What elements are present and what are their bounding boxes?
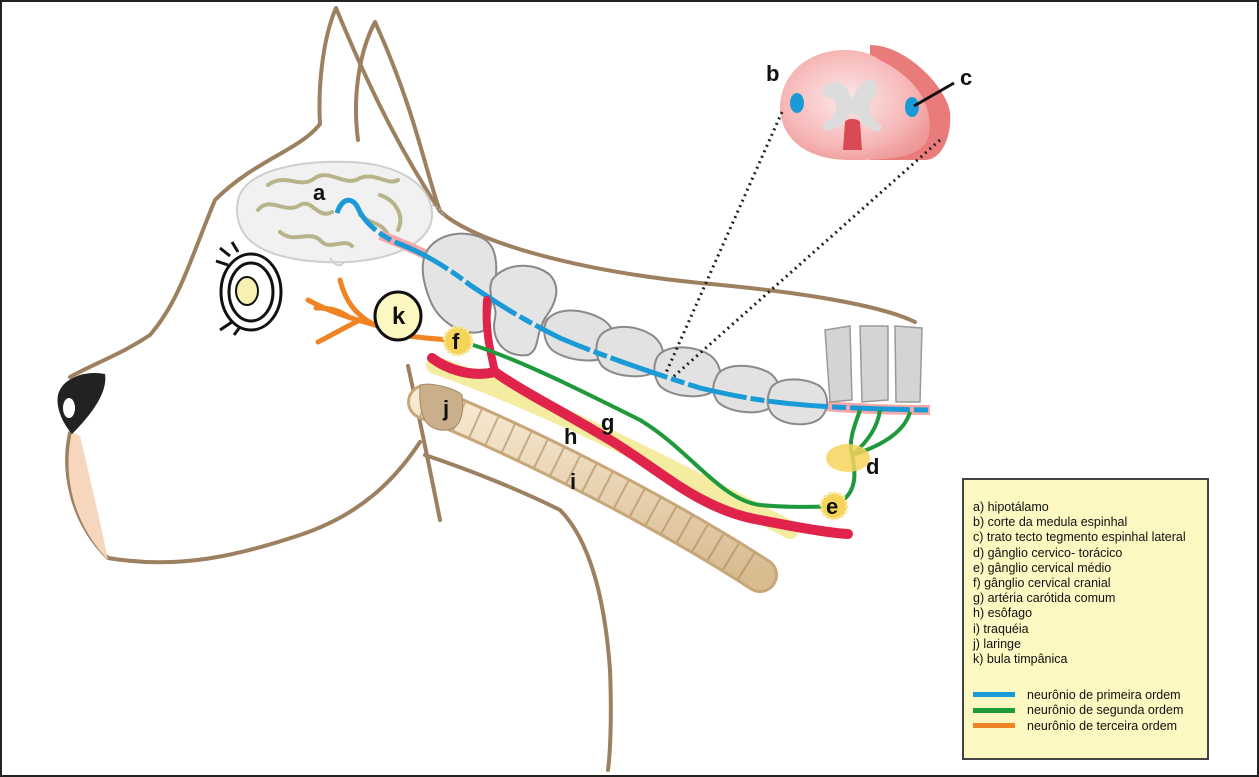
legend-item: f) gânglio cervical cranial <box>973 576 1111 591</box>
nose <box>57 372 106 434</box>
trachea <box>407 384 778 593</box>
legend-item: d) gânglio cervico- torácico <box>973 545 1123 560</box>
eye <box>215 241 283 336</box>
legend-item: e) gânglio cervical médio <box>973 560 1112 575</box>
legend-key-label: neurônio de terceira ordem <box>1027 718 1178 733</box>
muzzle-shade <box>68 432 108 560</box>
first-order-neuron <box>334 197 931 413</box>
legend-item: j) laringe <box>973 636 1021 651</box>
second-order-neuron <box>472 343 834 509</box>
lateral-tract-left <box>790 93 804 113</box>
label-g: g <box>601 410 614 435</box>
label-f: f <box>452 329 460 354</box>
legend-box: a) hipotálamo b) corte da medula espinha… <box>962 478 1209 760</box>
legend-item: g) artéria carótida comum <box>973 591 1116 606</box>
first-order-swatch <box>973 692 1015 698</box>
label-b: b <box>766 61 779 86</box>
tympanic-bulla <box>373 290 423 342</box>
label-k: k <box>392 303 406 330</box>
legend-key-label: neurônio de segunda ordem <box>1027 703 1184 718</box>
cranial-cervical-ganglion <box>442 325 474 357</box>
legend-key-third-order: neurônio de terceira ordem <box>973 718 1183 734</box>
larynx <box>419 383 464 431</box>
legend-item: a) hipotálamo <box>973 500 1049 514</box>
legend-key-label: neurônio de primeira ordem <box>1027 687 1181 702</box>
label-i: i <box>570 469 576 494</box>
legend-key-second-order: neurônio de segunda ordem <box>973 703 1183 719</box>
spinal-cord-section <box>780 45 955 160</box>
tract-pointer-line <box>913 81 955 108</box>
label-a: a <box>313 180 326 205</box>
label-e: e <box>826 494 838 519</box>
cervicothoracic-ganglion <box>826 444 870 472</box>
second-order-swatch <box>973 707 1015 713</box>
thoracic-vertebrae <box>824 325 923 403</box>
cervical-vertebrae <box>543 309 828 426</box>
legend-items: a) hipotálamo b) corte da medula espinha… <box>973 500 1186 667</box>
legend-item: b) corte da medula espinhal <box>973 515 1128 530</box>
legend-item: h) esôfago <box>973 606 1033 621</box>
legend-item: k) bula timpânica <box>973 652 1068 667</box>
middle-cervical-ganglion <box>819 491 849 521</box>
legend-color-keys: neurônio de primeira ordem neurônio de s… <box>973 687 1183 734</box>
legend-item: i) traquéia <box>973 621 1029 636</box>
label-c: c <box>960 65 972 90</box>
legend-item: c) trato tecto tegmento espinhal lateral <box>973 530 1186 545</box>
label-j: j <box>442 396 449 421</box>
label-h: h <box>564 424 577 449</box>
dog-head-outline <box>65 6 917 772</box>
lateral-tract-right <box>905 97 919 117</box>
label-d: d <box>866 454 879 479</box>
carotid-artery <box>427 353 853 539</box>
legend-key-first-order: neurônio de primeira ordem <box>973 687 1183 703</box>
third-order-swatch <box>973 723 1015 729</box>
